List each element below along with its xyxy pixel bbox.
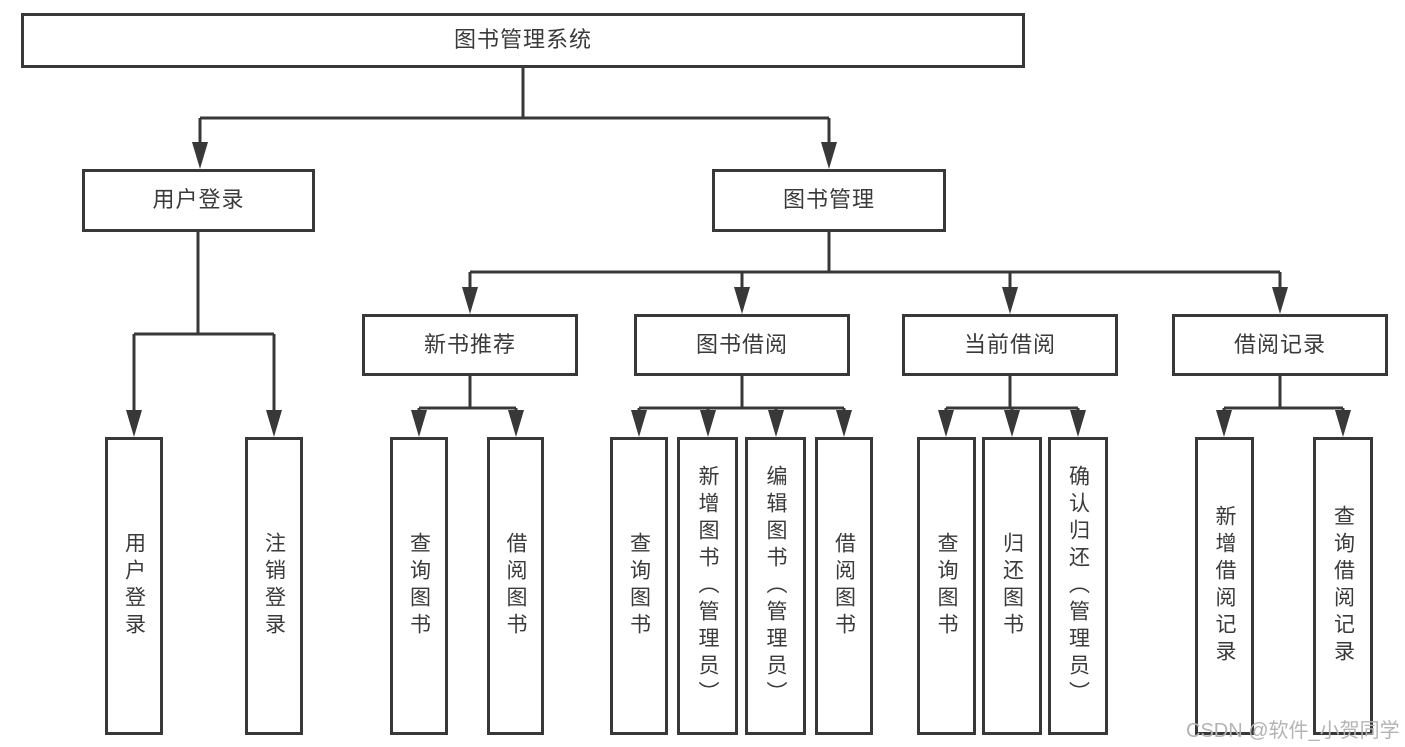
leaf-user-login: 用户登录 (105, 437, 163, 735)
node-user-login: 用户登录 (82, 169, 315, 232)
node-new-book-recommend: 新书推荐 (362, 314, 578, 376)
node-borrowing-records: 借阅记录 (1172, 314, 1388, 376)
leaf-query-books-borrow: 查询图书 (610, 437, 668, 735)
connector-paths (132, 68, 1345, 418)
leaf-borrow-books-recommend: 借阅图书 (487, 437, 544, 735)
leaf-edit-books-admin: 编辑图书（管理员） (745, 437, 806, 735)
leaf-logout: 注销登录 (245, 437, 303, 735)
leaf-add-borrow-record: 新增借阅记录 (1195, 437, 1254, 735)
node-book-management: 图书管理 (712, 169, 946, 232)
leaf-borrow-books-borrow: 借阅图书 (815, 437, 873, 735)
csdn-watermark: CSDN @软件_小贺同学 (1186, 720, 1400, 742)
leaf-return-books: 归还图书 (982, 437, 1042, 735)
arrowhead-icons (126, 142, 1351, 437)
leaf-query-borrow-record: 查询借阅记录 (1313, 437, 1373, 735)
leaf-confirm-return-admin: 确认归还（管理员） (1048, 437, 1108, 735)
leaf-query-books-current: 查询图书 (917, 437, 976, 735)
node-root-system: 图书管理系统 (21, 13, 1025, 68)
node-book-borrowing: 图书借阅 (634, 314, 850, 376)
leaf-add-books-admin: 新增图书（管理员） (677, 437, 738, 735)
leaf-query-books-recommend: 查询图书 (390, 437, 448, 735)
node-current-borrowing: 当前借阅 (902, 314, 1118, 376)
